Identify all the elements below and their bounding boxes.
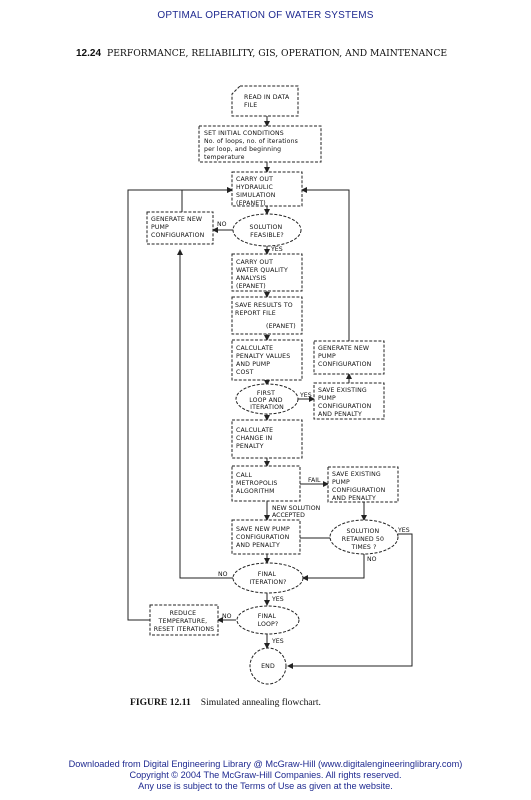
edge-label-metropolis-fail: FAIL <box>308 477 321 484</box>
generate-new-left-label: GENERATE NEW PUMP CONFIGURATION <box>151 216 205 239</box>
edge-label-final-loop-no: NO <box>222 613 232 620</box>
edge-label-feasible-no: NO <box>217 221 227 228</box>
edge-label-final-iter-no: NO <box>218 571 228 578</box>
edge-label-final-iter-yes: YES <box>271 596 284 603</box>
set-initial-label: SET INITIAL CONDITIONS No. of loops, no.… <box>204 130 300 161</box>
end-terminal <box>249 647 287 685</box>
save-existing-2-box <box>327 466 399 503</box>
edge-label-retained-no: NO <box>367 556 377 563</box>
edge-label-feasible-yes: YES <box>270 246 283 253</box>
first-loop-decision <box>235 383 299 415</box>
generate-new-right-label: GENERATE NEW PUMP CONFIGURATION <box>318 345 372 368</box>
water-quality-box <box>231 253 303 292</box>
penalty-values-box <box>231 339 303 381</box>
figure-number: FIGURE 12.11 <box>130 697 191 708</box>
save-existing-1-box <box>313 382 385 420</box>
metropolis-label: CALL METROPOLIS ALGORITHM <box>236 472 280 495</box>
final-iteration-decision <box>232 562 304 594</box>
read-data-label: READ IN DATA FILE <box>244 94 291 109</box>
save-existing-2-label: SAVE EXISTING PUMP CONFIGURATION AND PEN… <box>332 471 388 502</box>
save-new-box <box>231 519 301 555</box>
edge-label-accepted-2: ACCEPTED <box>272 512 305 519</box>
final-loop-label: FINAL LOOP? <box>258 613 279 628</box>
connector <box>127 187 233 621</box>
solution-retained-decision <box>329 519 399 555</box>
edge-label-retained-yes: YES <box>397 527 410 534</box>
generate-new-left-box <box>146 211 214 245</box>
connector <box>302 554 365 581</box>
edge-label-accepted-1: NEW SOLUTION <box>272 505 321 512</box>
flowchart-connectors <box>127 116 413 669</box>
solution-retained-label: SOLUTION RETAINED 50 TIMES ? <box>342 528 386 551</box>
connector <box>287 533 413 669</box>
figure-caption-text: Simulated annealing flowchart. <box>200 697 321 708</box>
final-loop-decision <box>236 605 300 635</box>
footer-line-copyright: Copyright © 2004 The McGraw-Hill Compani… <box>129 770 402 780</box>
edge-label-final-loop-yes: YES <box>271 638 284 645</box>
change-penalty-label: CALCULATE CHANGE IN PENALTY <box>236 427 275 450</box>
running-head: OPTIMAL OPERATION OF WATER SYSTEMS <box>157 10 374 21</box>
generate-new-right-box <box>313 340 385 375</box>
hydraulic-sim-box <box>231 171 303 207</box>
footer-notice: Downloaded from Digital Engineering Libr… <box>0 759 531 792</box>
connector <box>181 187 233 212</box>
set-initial-box <box>198 125 322 163</box>
water-quality-label: CARRY OUT WATER QUALITY ANALYSIS (EPANET… <box>236 259 290 290</box>
reduce-temp-box <box>149 604 219 636</box>
figure-caption: FIGURE 12.11 Simulated annealing flowchar… <box>130 697 321 708</box>
section-header: 12.24 PERFORMANCE, RELIABILITY, GIS, OPER… <box>76 48 447 59</box>
connector <box>301 187 350 341</box>
save-existing-1-label: SAVE EXISTING PUMP CONFIGURATION AND PEN… <box>318 387 374 418</box>
metropolis-box <box>231 465 301 502</box>
solution-feasible-label: SOLUTION FEASIBLE? <box>250 224 285 239</box>
section-title: PERFORMANCE, RELIABILITY, GIS, OPERATION… <box>107 48 448 59</box>
save-results-label: SAVE RESULTS TO REPORT FILE (EPANET) <box>235 302 296 330</box>
read-data-box <box>231 85 299 117</box>
footer-line-terms: Any use is subject to the Terms of Use a… <box>138 781 393 791</box>
final-iteration-label: FINAL ITERATION? <box>249 571 286 586</box>
penalty-values-label: CALCULATE PENALTY VALUES AND PUMP COST <box>236 345 292 376</box>
save-new-label: SAVE NEW PUMP CONFIGURATION AND PENALTY <box>236 526 292 549</box>
flowchart-shapes <box>146 85 399 685</box>
change-penalty-box <box>231 419 303 459</box>
first-loop-label: FIRST LOOP AND ITERATION <box>249 390 285 411</box>
solution-feasible-decision <box>232 213 302 247</box>
end-label: END <box>261 663 275 670</box>
hydraulic-sim-label: CARRY OUT HYDRAULIC SIMULATION (EPANET) <box>236 176 278 207</box>
edge-label-first-yes: YES <box>299 392 312 399</box>
save-results-box <box>231 296 303 335</box>
section-number: 12.24 <box>76 48 102 59</box>
reduce-temp-label: REDUCE TEMPERATURE, RESET ITERATIONS <box>154 610 215 633</box>
footer-line-download: Downloaded from Digital Engineering Libr… <box>68 759 463 769</box>
connector <box>177 249 234 579</box>
flowchart-edge-labels: NO YES YES FAIL NEW SOLUTION ACCEPTED YE… <box>217 221 410 645</box>
flowchart-labels: READ IN DATA FILE SET INITIAL CONDITIONS… <box>151 94 388 670</box>
